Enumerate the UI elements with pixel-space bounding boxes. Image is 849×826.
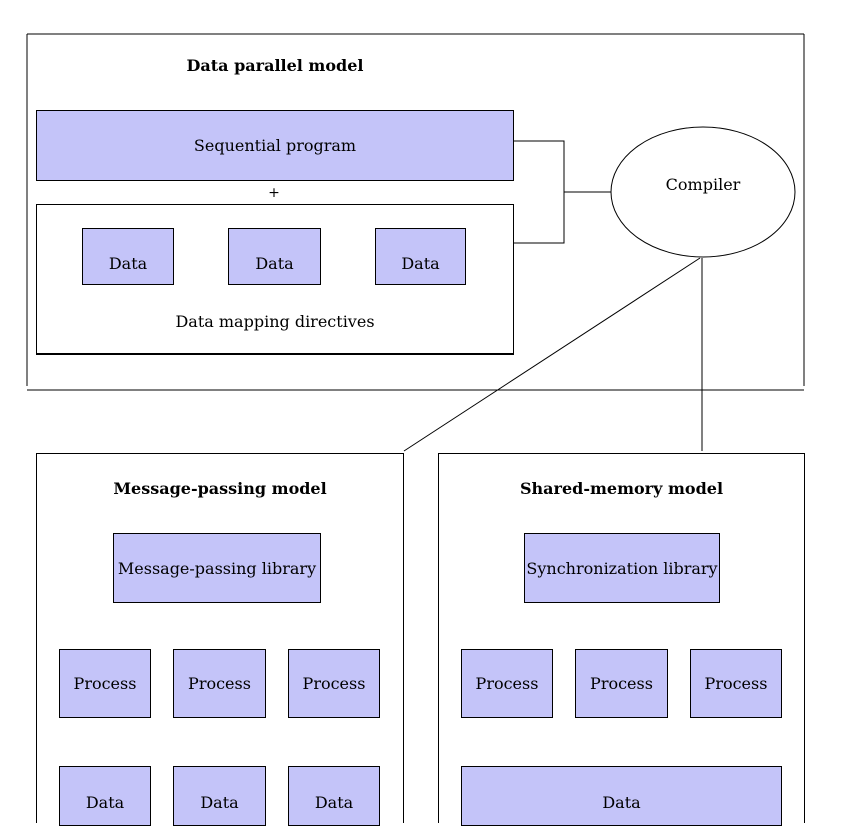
mp-process-box-2: Process bbox=[173, 649, 266, 718]
compiler-to-message-passing-line bbox=[403, 257, 701, 452]
synchronization-library-label: Synchronization library bbox=[526, 558, 718, 578]
sequential-program-label: Sequential program bbox=[193, 136, 357, 155]
sm-process-label-2: Process bbox=[590, 674, 653, 693]
mp-process-label-1: Process bbox=[73, 674, 137, 693]
mp-process-box-3: Process bbox=[288, 649, 380, 718]
sm-shared-data-box: Data bbox=[461, 766, 782, 826]
mp-data-box-2: Data bbox=[173, 766, 266, 826]
sm-process-box-2: Process bbox=[575, 649, 668, 718]
compiler-ellipse bbox=[610, 126, 796, 258]
compiler-label: Compiler bbox=[665, 175, 741, 194]
sm-process-box-3: Process bbox=[690, 649, 782, 718]
shared-memory-panel bbox=[438, 453, 805, 823]
mp-data-box-1: Data bbox=[59, 766, 151, 826]
message-passing-library-label: Message-passing library bbox=[117, 558, 317, 578]
message-passing-title: Message-passing model bbox=[113, 479, 327, 498]
sm-process-label-1: Process bbox=[475, 674, 539, 693]
shared-memory-title: Shared-memory model bbox=[519, 479, 724, 498]
mp-process-box-1: Process bbox=[59, 649, 151, 718]
mp-data-box-3: Data bbox=[288, 766, 380, 826]
bracket-to-compiler bbox=[514, 140, 565, 244]
dp-data-label-2: Data bbox=[255, 254, 294, 273]
directives-label: Data mapping directives bbox=[175, 312, 375, 331]
sequential-program-box: Sequential program bbox=[36, 110, 514, 181]
dp-data-box-2: Data bbox=[228, 228, 321, 285]
mp-data-label-2: Data bbox=[200, 793, 239, 812]
synchronization-library-box: Synchronization library bbox=[524, 533, 720, 603]
message-passing-library-box: Message-passing library bbox=[113, 533, 321, 603]
dp-data-box-3: Data bbox=[375, 228, 466, 285]
mp-process-label-2: Process bbox=[188, 674, 251, 693]
dp-data-box-1: Data bbox=[82, 228, 174, 285]
dp-data-label-1: Data bbox=[108, 254, 148, 273]
sm-process-label-3: Process bbox=[704, 674, 768, 693]
plus-sign: + bbox=[268, 185, 280, 201]
message-passing-panel bbox=[36, 453, 404, 823]
sm-shared-data-label: Data bbox=[602, 793, 641, 812]
mp-process-label-3: Process bbox=[302, 674, 366, 693]
sm-process-box-1: Process bbox=[461, 649, 553, 718]
mp-data-label-3: Data bbox=[314, 793, 354, 812]
mp-data-label-1: Data bbox=[85, 793, 125, 812]
dp-data-label-3: Data bbox=[401, 254, 440, 273]
data-parallel-title: Data parallel model bbox=[186, 56, 364, 75]
